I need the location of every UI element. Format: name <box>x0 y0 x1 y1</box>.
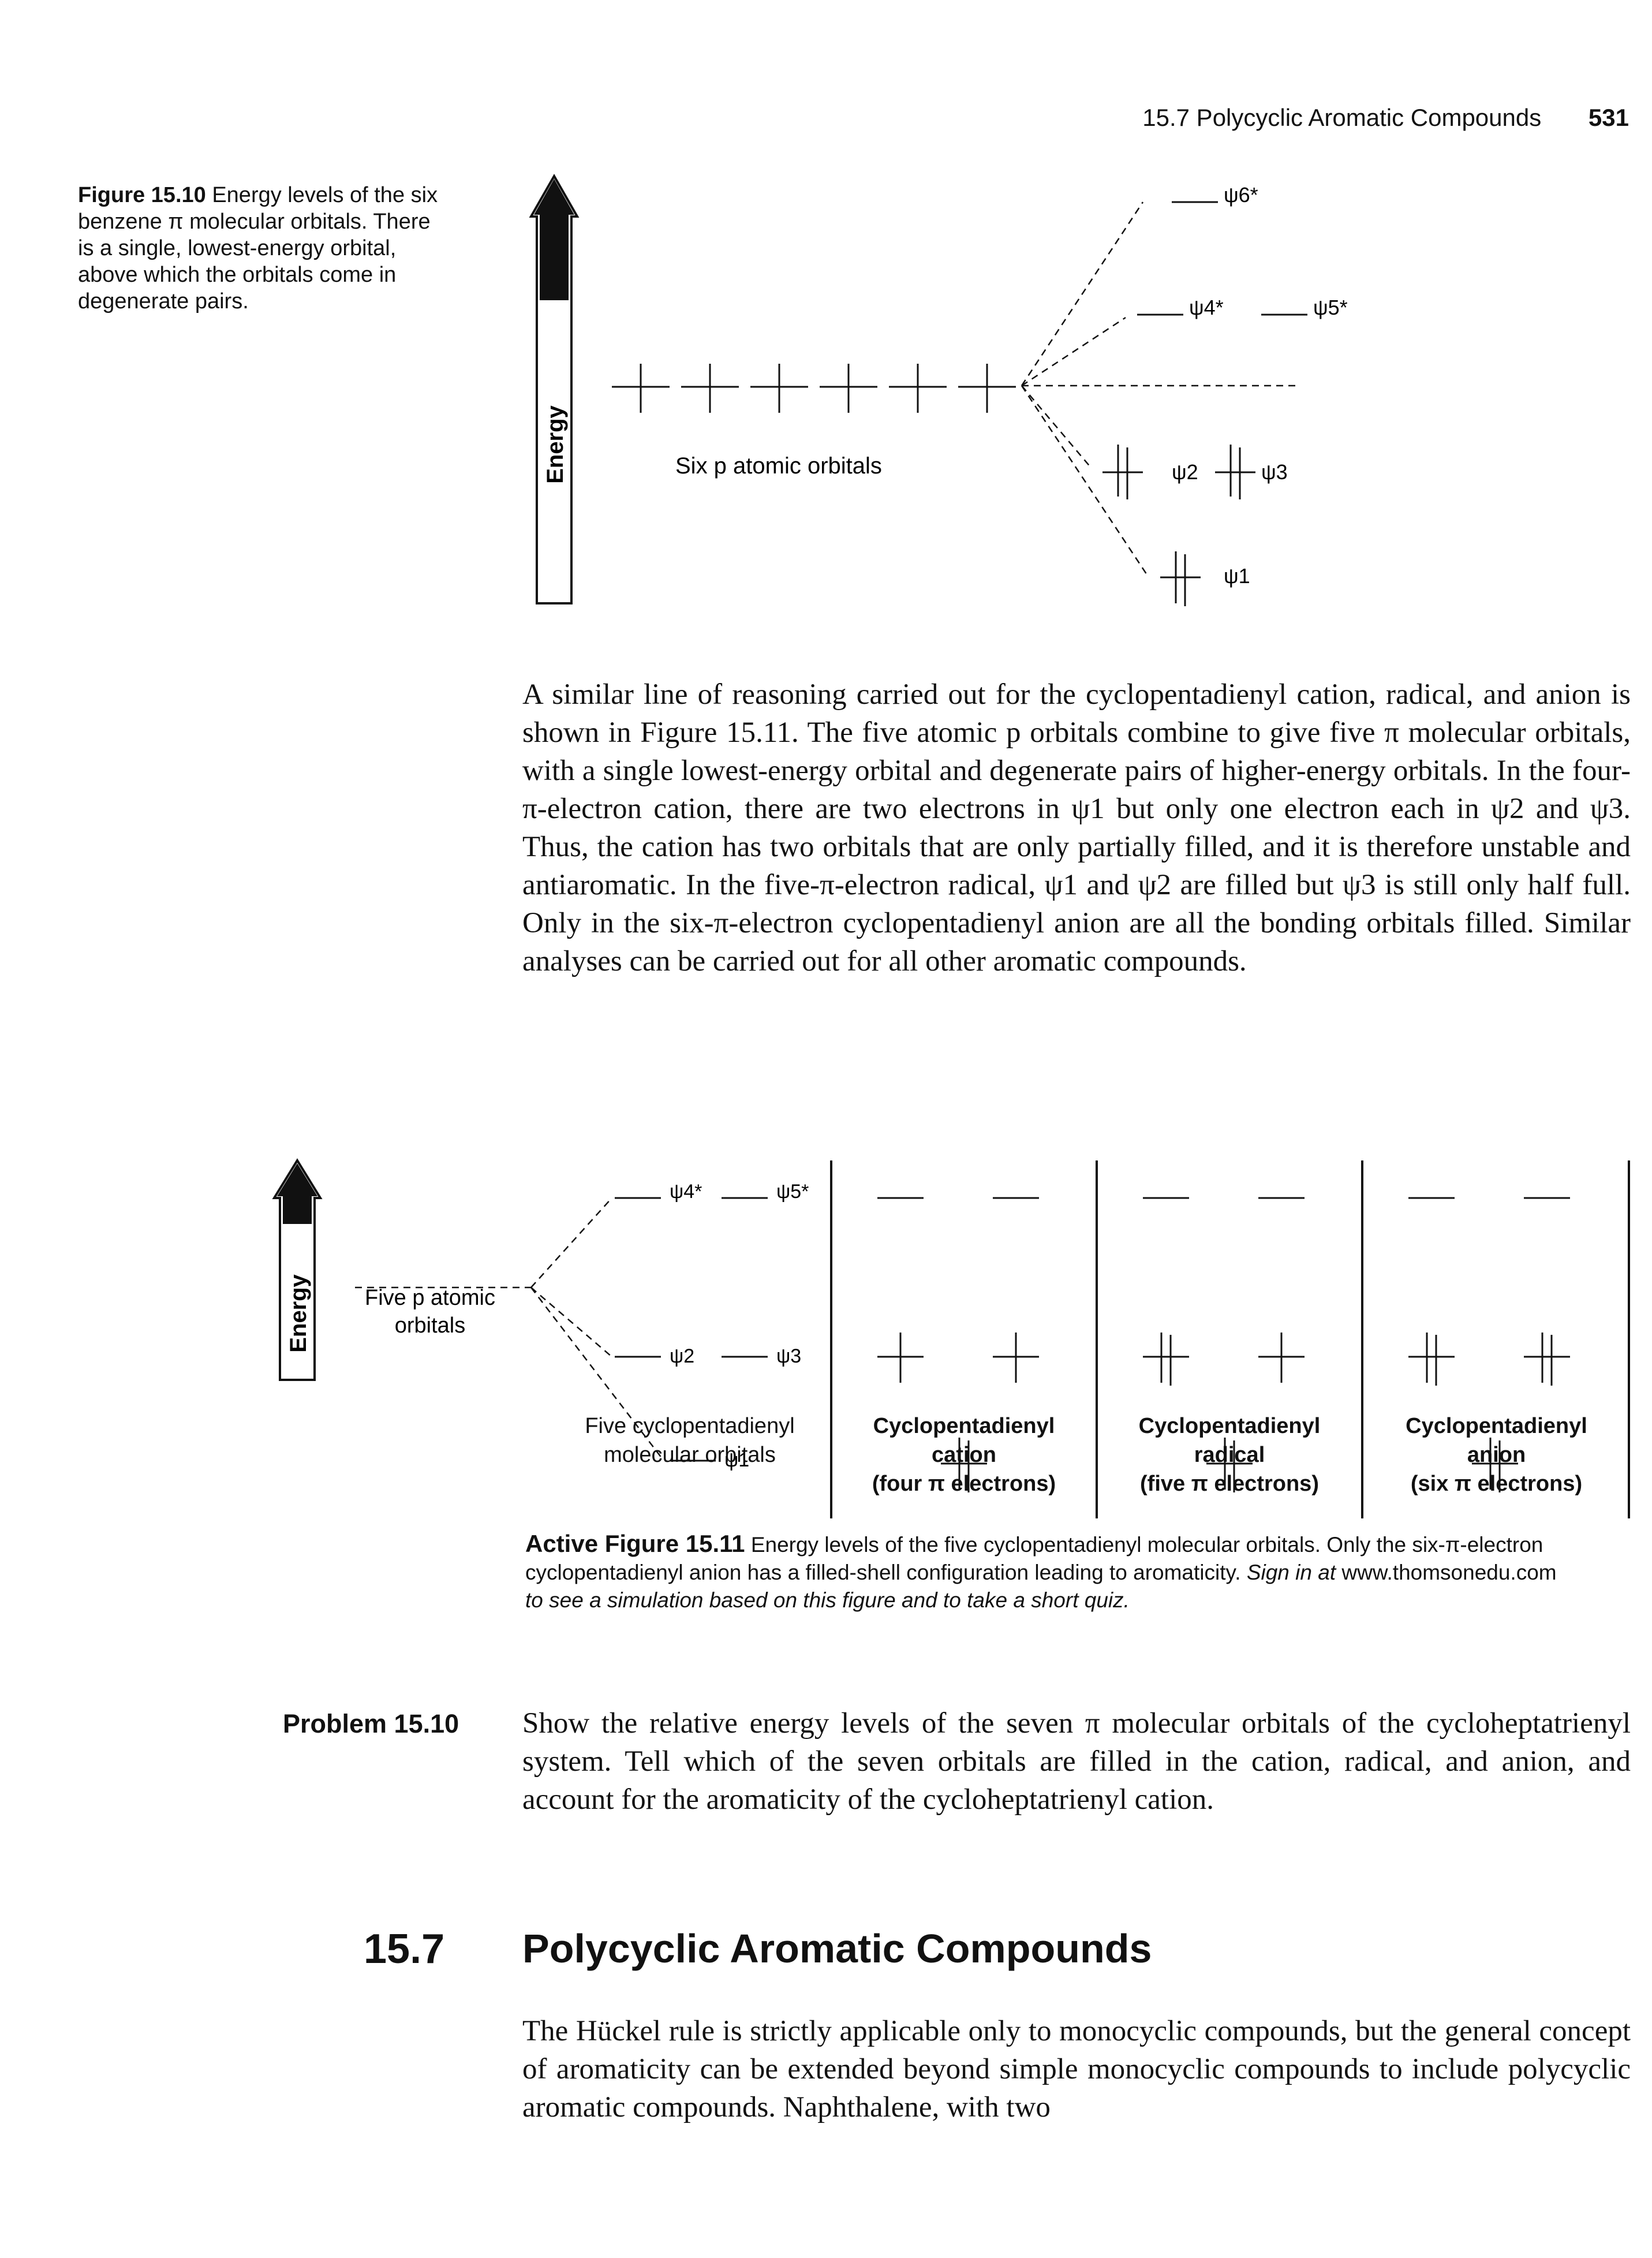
five-p-atomic-label-1: Five p atomic <box>365 1286 495 1310</box>
energy-arrow-2: Energy <box>272 1158 323 1381</box>
column-label-mo: Five cyclopentadienyl molecular orbitals <box>554 1412 825 1469</box>
column-label-radical: Cyclopentadienyl radical (five π electro… <box>1102 1412 1356 1498</box>
psi4-label: ψ4* <box>1189 296 1224 319</box>
column-label-anion: Cyclopentadienyl anion (six π electrons) <box>1368 1412 1625 1498</box>
figure-15-11-caption-text: Energy levels of the five cyclopentadien… <box>525 1533 1543 1584</box>
f11-psi5-label: ψ5* <box>776 1181 809 1203</box>
f11-psi2-label: ψ2 <box>670 1345 694 1367</box>
figure-15-10-diagram: Energy Six p atomic orbitals ψ6* ψ4* ψ5*… <box>529 173 1348 606</box>
f11-psi1-label: ψ1 <box>724 1449 749 1471</box>
figure-15-10-label: Figure 15.10 <box>78 183 206 207</box>
column-radical-line2: radical <box>1194 1443 1265 1467</box>
radical-levels <box>1143 1197 1305 1492</box>
running-title: 15.7 Polycyclic Aromatic Compounds <box>1142 104 1542 131</box>
correlation-lines <box>1021 201 1299 578</box>
five-p-atomic-label-2: orbitals <box>395 1313 466 1338</box>
figure-15-11-diagram: Energy Five p atomic orbitals ψ4* ψ5* ψ2… <box>272 1158 1630 1518</box>
figure-15-10-caption-text: Energy levels of the six benzene π molec… <box>78 183 438 313</box>
energy-arrow: Energy <box>529 173 580 604</box>
psi1-label: ψ1 <box>1224 564 1250 588</box>
problem-text: Show the relative energy levels of the s… <box>522 1707 1631 1816</box>
column-anion-line3: (six π electrons) <box>1410 1472 1583 1496</box>
psi3-label: ψ3 <box>1261 460 1288 484</box>
column-cation-line3: (four π electrons) <box>872 1472 1056 1496</box>
problem-label: Problem 15.10 <box>283 1709 459 1738</box>
section-paragraph: The Hückel rule is strictly applicable o… <box>522 2015 1631 2123</box>
figure-15-11-caption-italic-1: Sign in at <box>1246 1561 1336 1584</box>
running-header: 15.7 Polycyclic Aromatic Compounds 531 <box>1142 104 1629 132</box>
p-atomic-orbitals <box>612 364 1016 413</box>
anion-levels <box>1408 1197 1570 1492</box>
psi2-label: ψ2 <box>1172 460 1198 484</box>
column-radical-line1: Cyclopentadienyl <box>1138 1414 1321 1438</box>
column-mo-line1: Five cyclopentadienyl <box>585 1414 795 1438</box>
figure-15-11-caption: Active Figure 15.11 Energy levels of the… <box>525 1530 1570 1614</box>
f11-psi4-label: ψ4* <box>670 1181 702 1203</box>
f11-psi3-label: ψ3 <box>776 1345 801 1367</box>
column-cation-line2: cation <box>932 1443 996 1467</box>
page-number: 531 <box>1588 104 1629 131</box>
energy-label-2: Energy <box>286 1274 311 1352</box>
column-radical-line3: (five π electrons) <box>1140 1472 1319 1496</box>
section-number: 15.7 <box>364 1926 445 1972</box>
column-mo-line2: molecular orbitals <box>604 1443 776 1467</box>
column-cation-line1: Cyclopentadienyl <box>873 1414 1055 1438</box>
figure-15-11-caption-url[interactable]: www.thomsonedu.com <box>1341 1561 1557 1584</box>
benzene-mo-levels <box>1102 201 1307 606</box>
figure-15-10-caption: Figure 15.10 Energy levels of the six be… <box>78 182 447 315</box>
paragraph-cyclopentadienyl: A similar line of reasoning carried out … <box>522 678 1631 977</box>
column-label-cation: Cyclopentadienyl cation (four π electron… <box>837 1412 1091 1498</box>
figure-15-11-label: Active Figure 15.11 <box>525 1530 745 1557</box>
figure-15-11-caption-italic-2: to see a simulation based on this figure… <box>525 1588 1130 1612</box>
column-anion-line2: anion <box>1467 1443 1526 1467</box>
cation-levels <box>877 1197 1039 1492</box>
energy-label: Energy <box>543 405 568 483</box>
psi5-label: ψ5* <box>1313 296 1348 319</box>
section-title: Polycyclic Aromatic Compounds <box>522 1926 1152 1971</box>
six-p-atomic-label: Six p atomic orbitals <box>675 453 882 479</box>
psi6-label: ψ6* <box>1224 183 1258 207</box>
column-anion-line1: Cyclopentadienyl <box>1406 1414 1587 1438</box>
